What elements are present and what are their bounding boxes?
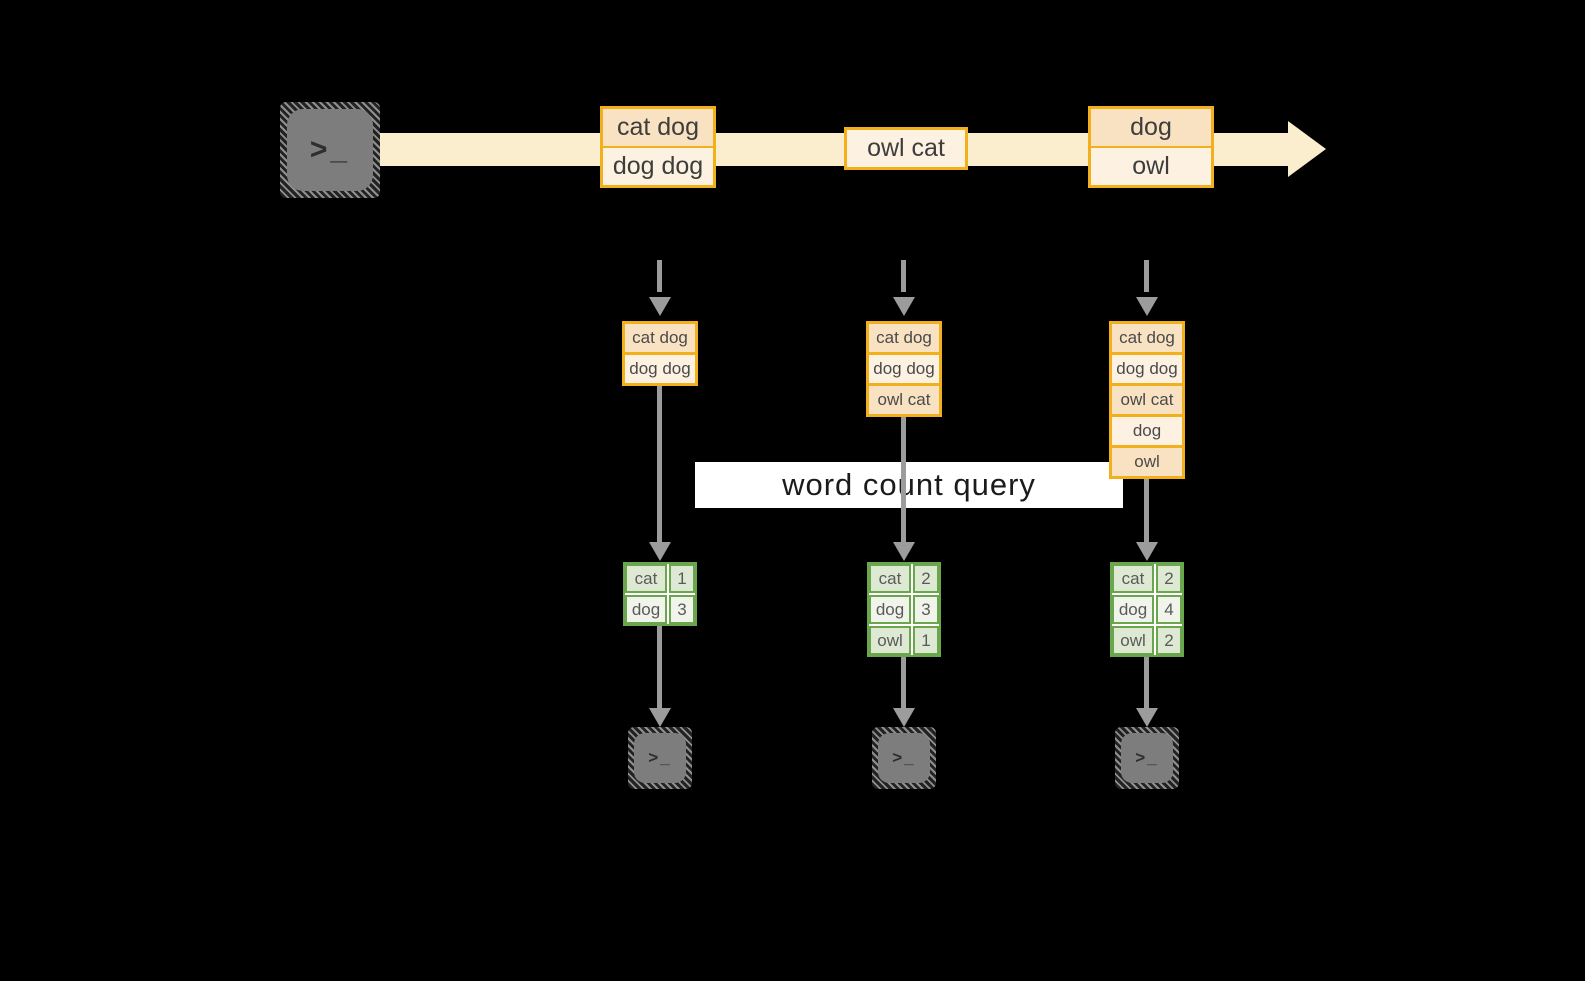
- dashed-arrow-line: [657, 260, 662, 292]
- dashed-arrowhead-icon: [893, 297, 915, 316]
- output-arrowhead-icon: [649, 708, 671, 727]
- buffer-row: cat dog: [1112, 324, 1182, 352]
- sink-terminal-icon-3: >_: [1115, 727, 1179, 789]
- count-table-1: cat 1 dog 3: [623, 562, 697, 626]
- count-table-3: cat 2 dog 4 owl 2: [1110, 562, 1184, 657]
- terminal-prompt-glyph: >_: [648, 748, 672, 767]
- output-arrow-line: [901, 657, 906, 708]
- terminal-prompt-glyph: >_: [1135, 748, 1159, 767]
- count-value-cell: 3: [913, 595, 939, 624]
- count-word-cell: dog: [1112, 595, 1154, 624]
- stream-event-line: dog: [1091, 109, 1211, 146]
- output-arrowhead-icon: [1136, 708, 1158, 727]
- count-word-cell: dog: [869, 595, 911, 624]
- query-arrow-line: [1144, 479, 1149, 542]
- stream-event-line: owl cat: [847, 130, 965, 167]
- buffer-row: owl cat: [1112, 386, 1182, 414]
- buffer-stack-2: cat dog dog dog owl cat: [866, 321, 942, 417]
- dashed-arrowhead-icon: [649, 297, 671, 316]
- count-word-cell: dog: [625, 595, 667, 624]
- count-value-cell: 3: [669, 595, 695, 624]
- buffer-stack-3: cat dog dog dog owl cat dog owl: [1109, 321, 1185, 479]
- count-word-cell: owl: [1112, 626, 1154, 655]
- count-value-cell: 2: [1156, 564, 1182, 593]
- buffer-stack-1: cat dog dog dog: [622, 321, 698, 386]
- count-word-cell: owl: [869, 626, 911, 655]
- buffer-row: cat dog: [869, 324, 939, 352]
- count-value-cell: 2: [1156, 626, 1182, 655]
- stream-event-line: owl: [1091, 148, 1211, 185]
- buffer-row: cat dog: [625, 324, 695, 352]
- count-value-cell: 4: [1156, 595, 1182, 624]
- buffer-row: owl: [1112, 448, 1182, 476]
- buffer-row: dog dog: [625, 355, 695, 383]
- dashed-arrow-line: [901, 260, 906, 292]
- output-arrowhead-icon: [893, 708, 915, 727]
- stream-event-batch-3: dog owl: [1088, 106, 1214, 188]
- terminal-prompt-glyph: >_: [309, 133, 351, 166]
- stream-event-line: dog dog: [603, 148, 713, 185]
- query-banner-label: word count query: [782, 467, 1036, 502]
- stream-event-batch-2: owl cat: [844, 127, 968, 170]
- terminal-screen: >_: [1121, 733, 1173, 783]
- count-word-cell: cat: [1112, 564, 1154, 593]
- query-banner: word count query: [695, 462, 1123, 508]
- sink-terminal-icon-2: >_: [872, 727, 936, 789]
- count-value-cell: 1: [669, 564, 695, 593]
- sink-terminal-icon-1: >_: [628, 727, 692, 789]
- buffer-row: owl cat: [869, 386, 939, 414]
- source-terminal-icon: >_: [280, 102, 380, 198]
- buffer-row: dog dog: [1112, 355, 1182, 383]
- dashed-arrowhead-icon: [1136, 297, 1158, 316]
- buffer-row: dog: [1112, 417, 1182, 445]
- output-arrow-line: [1144, 657, 1149, 708]
- stream-event-batch-1: cat dog dog dog: [600, 106, 716, 188]
- query-arrowhead-icon: [649, 542, 671, 561]
- count-value-cell: 2: [913, 564, 939, 593]
- terminal-screen: >_: [634, 733, 686, 783]
- count-value-cell: 1: [913, 626, 939, 655]
- output-arrow-line: [657, 626, 662, 708]
- terminal-prompt-glyph: >_: [892, 748, 916, 767]
- query-arrow-line: [657, 386, 662, 542]
- query-arrow-line: [901, 417, 906, 542]
- count-table-2: cat 2 dog 3 owl 1: [867, 562, 941, 657]
- dashed-arrow-line: [1144, 260, 1149, 292]
- stream-event-line: cat dog: [603, 109, 713, 146]
- count-word-cell: cat: [869, 564, 911, 593]
- buffer-row: dog dog: [869, 355, 939, 383]
- query-arrowhead-icon: [893, 542, 915, 561]
- stream-arrowhead-icon: [1288, 121, 1326, 177]
- query-arrowhead-icon: [1136, 542, 1158, 561]
- terminal-screen: >_: [878, 733, 930, 783]
- count-word-cell: cat: [625, 564, 667, 593]
- terminal-screen: >_: [287, 109, 373, 191]
